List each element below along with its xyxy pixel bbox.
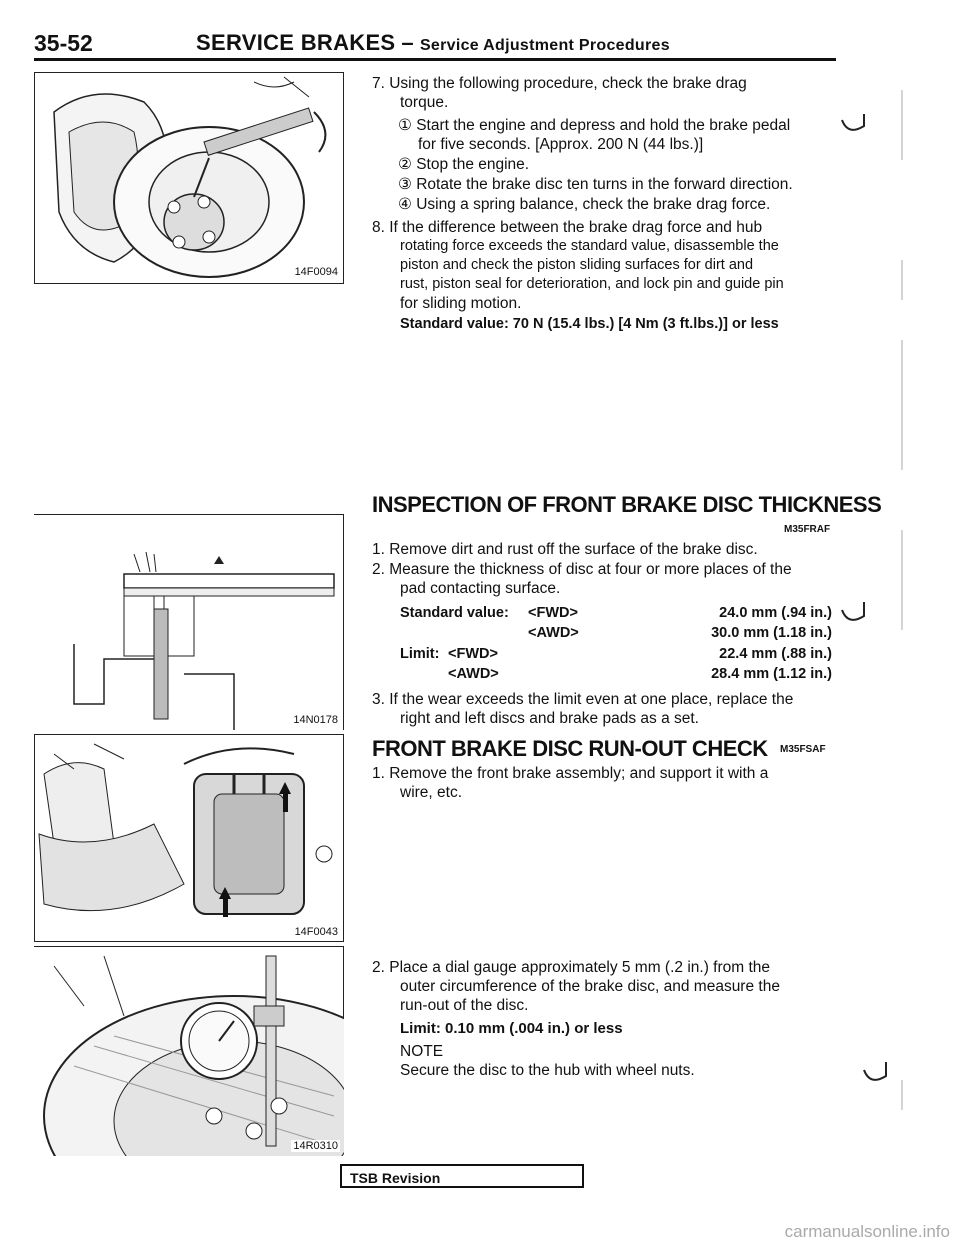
dial-gauge-illustration [34,946,344,1156]
page-title: SERVICE BRAKES–Service Adjustment Proced… [196,30,670,56]
figure-code: 14F0094 [292,266,340,278]
tsb-revision-box: TSB Revision [340,1164,584,1188]
figure-dial-gauge: 14R0310 [34,946,344,1156]
runout-limit: Limit: 0.10 mm (.004 in.) or less [400,1020,623,1037]
substep-1: ① Start the engine and depress and hold … [398,116,838,154]
step-8-line: piston and check the piston sliding surf… [400,257,754,273]
lim-fwd-value: 22.4 mm (.88 in.) [719,646,832,662]
runout-step-2: 2. Place a dial gauge approximately 5 mm… [372,958,832,1015]
step-line: 2. Measure the thickness of disc at four… [372,561,792,578]
figure-caliper: 14N0178 [34,514,344,730]
section-code: M35FRAF [784,524,831,535]
note-label: NOTE [400,1043,444,1060]
step-line: 1. Remove the front brake assembly; and … [372,765,769,782]
awd-label: <AWD> [448,666,499,682]
header-rule [34,58,836,61]
caliper-illustration [34,514,344,730]
page-number: 35-52 [34,30,93,56]
std-fwd-value: 24.0 mm (.94 in.) [719,605,832,621]
note-text: Secure the disc to the hub with wheel nu… [400,1062,695,1079]
thickness-step-1: 1. Remove dirt and rust off the surface … [372,541,758,558]
figure-caliper-assembly: 14F0043 [34,734,344,942]
figure-spring-balance: 14F0094 [34,72,344,284]
step-line: right and left discs and brake pads as a… [400,710,699,727]
binding-marks [841,90,903,1110]
watermark: carmanualsonline.info [784,1222,950,1241]
substep-line: for five seconds. [Approx. 200 N (44 lbs… [418,136,704,153]
step-8-line: rust, piston seal for deterioration, and… [400,276,784,292]
step-8-line: for sliding motion. [400,295,522,312]
section-title: SERVICE BRAKES [196,30,396,55]
binding-mark-icon [841,602,865,621]
step-7-line: torque. [400,94,449,111]
awd-label: <AWD> [528,625,579,641]
spring-balance-illustration [34,72,344,284]
substep-3: ③ Rotate the brake disc ten turns in the… [398,176,793,193]
step-8-line: 8. If the difference between the brake d… [372,219,763,236]
step-line: pad contacting surface. [400,580,561,597]
step-line: 3. If the wear exceeds the limit even at… [372,691,794,708]
binding-mark-icon [863,1062,887,1081]
fwd-label: <FWD> [448,646,498,662]
standard-value-drag: Standard value: 70 N (15.4 lbs.) [4 Nm (… [400,316,779,332]
step-line: 2. Place a dial gauge approximately 5 mm… [372,959,771,976]
step-7: 7. Using the following procedure, check … [372,74,832,112]
section-heading-runout: FRONT BRAKE DISC RUN-OUT CHECK [372,736,768,761]
step-line: wire, etc. [400,784,463,801]
step-8-line: rotating force exceeds the standard valu… [400,238,779,254]
substep-2: ② Stop the engine. [398,156,530,173]
subsection-title: Service Adjustment Procedures [419,37,670,54]
thickness-step-3: 3. If the wear exceeds the limit even at… [372,690,832,728]
substep-line: ① Start the engine and depress and hold … [398,117,791,134]
figure-code: 14N0178 [291,714,340,726]
substep-4: ④ Using a spring balance, check the brak… [398,196,771,213]
step-line: run-out of the disc. [400,997,529,1014]
step-8: 8. If the difference between the brake d… [372,218,832,313]
section-heading-thickness: INSPECTION OF FRONT BRAKE DISC THICKNESS [372,492,882,517]
binding-mark-icon [841,114,865,131]
figure-code: 14F0043 [292,926,340,938]
thickness-step-2: 2. Measure the thickness of disc at four… [372,560,832,598]
section-code: M35FSAF [780,744,826,755]
std-awd-value: 30.0 mm (1.18 in.) [711,625,832,641]
runout-step-1: 1. Remove the front brake assembly; and … [372,764,832,802]
step-7-line: 7. Using the following procedure, check … [372,75,747,92]
fwd-label: <FWD> [528,605,578,621]
standard-value-label: Standard value: [400,605,509,621]
step-line: outer circumference of the brake disc, a… [400,978,780,995]
title-dash: – [401,30,414,55]
lim-awd-value: 28.4 mm (1.12 in.) [711,666,832,682]
figure-code: 14R0310 [291,1140,340,1152]
limit-label: Limit: [400,646,440,662]
caliper-assembly-illustration [34,734,344,942]
